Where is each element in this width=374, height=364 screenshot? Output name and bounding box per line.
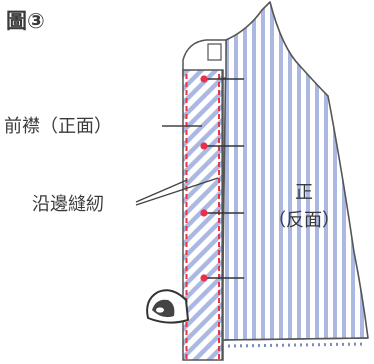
pin-3: [200, 209, 244, 217]
pin-4: [200, 274, 244, 282]
pin-2: [200, 142, 244, 150]
iron-icon: [146, 289, 189, 324]
stitch-leader-line-1: [135, 179, 188, 203]
placket-fold-inner: [207, 43, 222, 61]
right-side-label: 正: [295, 182, 313, 203]
pin-1: [200, 75, 244, 83]
hem-edge: [223, 337, 369, 341]
edge-stitch-label: 沿邊縫紉: [32, 194, 104, 215]
garment-body: [221, 1, 369, 341]
pin-icon: [200, 75, 208, 83]
pin-icon: [200, 142, 208, 150]
stitch-leader-line-2: [135, 177, 219, 206]
pin-icon: [200, 274, 208, 282]
reverse-side-label: （反面）: [268, 210, 340, 231]
figure-number: 圖③: [6, 9, 45, 33]
placket-label: 前襟（正面）: [4, 116, 112, 137]
hem-stitches: [227, 342, 367, 348]
pin-icon: [200, 209, 208, 217]
